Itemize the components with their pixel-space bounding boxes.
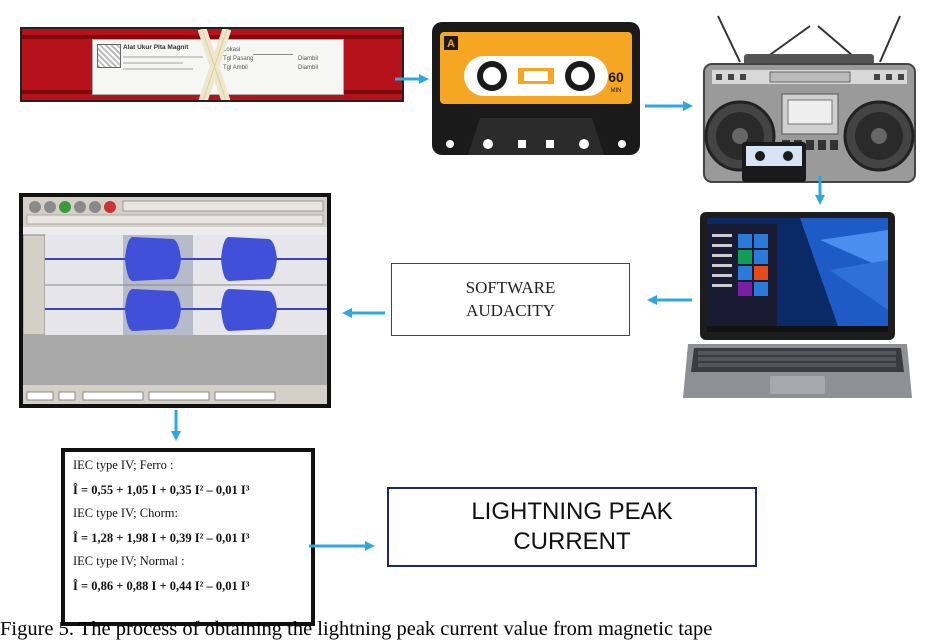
- qr-icon: [97, 44, 121, 68]
- tape-rows-right: Diambil Diambil: [298, 55, 318, 73]
- cassette-minutes: 60: [608, 69, 624, 85]
- cassette-side-label: A: [447, 38, 455, 50]
- strap-icon: [197, 29, 232, 100]
- tape-row: Tgl Ambil: [223, 65, 248, 71]
- tape-title: Alat Ukur Plta Magnit: [123, 44, 189, 51]
- boombox-icon: [703, 15, 916, 183]
- formula-label: IEC type IV; Chorm:: [73, 506, 178, 520]
- formula-box: IEC type IV; Ferro : Î = 0,55 + 1,05 I +…: [61, 448, 315, 626]
- software-audacity-box: SOFTWARE AUDACITY: [391, 263, 630, 336]
- tape-row: Diambil: [298, 56, 319, 62]
- peak-label-line2: CURRENT: [513, 528, 631, 555]
- lightning-peak-current-box: LIGHTNING PEAK CURRENT: [387, 487, 757, 567]
- formula-label: IEC type IV; Ferro :: [73, 458, 174, 472]
- formula-equation: Î = 0,86 + 0,88 I + 0,44 I² – 0,01 I³: [73, 579, 250, 593]
- magnetic-tape-card: Alat Ukur Plta Magnit Lokasi Tgl Pasang …: [20, 27, 404, 102]
- software-label-line2: AUDACITY: [466, 300, 555, 320]
- audacity-window: [19, 193, 331, 408]
- formula-equation: Î = 1,28 + 1,98 I + 0,39 I² – 0,01 I³: [73, 531, 250, 545]
- laptop-icon: [683, 212, 912, 398]
- tape-row: Tgl Pasang: [223, 56, 254, 62]
- tape-row: Lokasi: [223, 47, 241, 53]
- tape-rows: Lokasi Tgl Pasang Tgl Ambil: [223, 46, 253, 73]
- formula-equation: Î = 0,55 + 1,05 I + 0,35 I² – 0,01 I³: [73, 483, 250, 497]
- transport-buttons: [29, 201, 116, 213]
- peak-label-line1: LIGHTNING PEAK: [471, 498, 673, 525]
- cassette-unit: MIN: [611, 88, 622, 94]
- tape-row: Diambil: [298, 65, 319, 71]
- figure-caption: Figure 5. The process of obtaining the l…: [0, 618, 713, 640]
- cassette-icon: A 60 MIN: [432, 22, 640, 155]
- software-label-line1: SOFTWARE: [465, 277, 556, 297]
- formula-label: IEC type IV; Normal :: [73, 554, 185, 568]
